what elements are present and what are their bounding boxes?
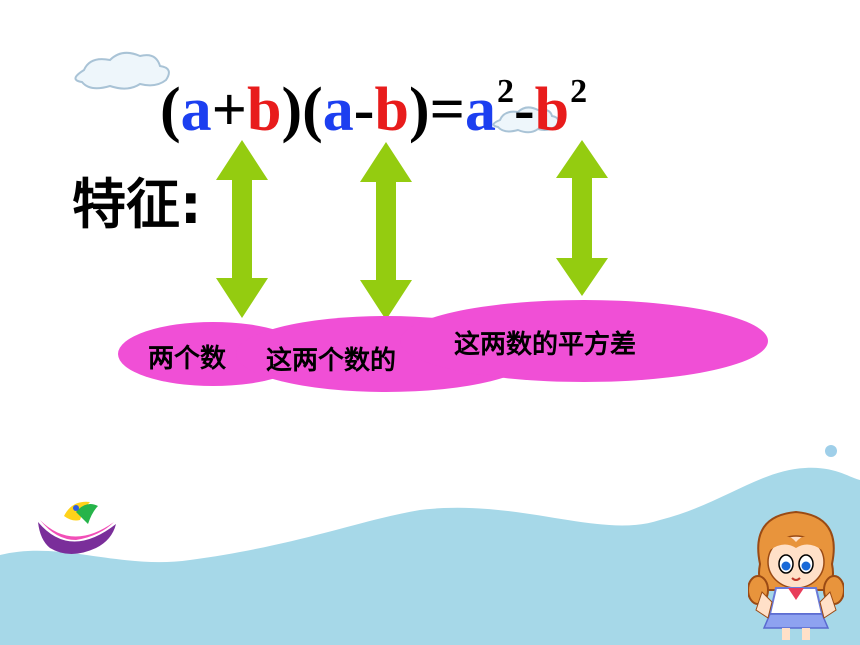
- formula-exponent: 2: [570, 73, 588, 110]
- formula-close-paren: ): [408, 76, 430, 144]
- formula-close-paren: ): [281, 76, 303, 144]
- formula-open-paren: (: [160, 76, 181, 144]
- formula-minus-sign: -: [353, 76, 375, 144]
- formula-term-b-squared-base: b: [534, 76, 570, 144]
- feature-label: 特征:: [72, 173, 202, 236]
- formula-term-a: a: [180, 76, 212, 144]
- callout-text: 这两个数的: [266, 346, 397, 376]
- formula-exponent: 2: [496, 73, 514, 110]
- double-arrow-icon: [556, 140, 608, 296]
- sea-wave: [0, 467, 860, 645]
- bubble-dot-icon: [825, 445, 837, 457]
- double-arrow-icon: [360, 142, 412, 320]
- formula-minus-sign: -: [513, 76, 535, 144]
- formula-term-a-squared-base: a: [464, 76, 496, 144]
- cloud-icon: [74, 51, 170, 90]
- formula-term-a: a: [322, 76, 354, 144]
- formula-term-b: b: [374, 76, 409, 144]
- callout-bubble: 这两数的平方差: [400, 300, 768, 382]
- formula: (a+b)(a-b)=a2-b2: [160, 73, 588, 156]
- formula-term-b: b: [247, 76, 282, 144]
- callout-text: 这两数的平方差: [454, 330, 637, 360]
- formula-plus-sign: +: [211, 76, 247, 144]
- double-arrow-icon: [216, 140, 268, 318]
- cartoon-girl-icon: [748, 510, 844, 640]
- callout-text: 两个数: [148, 344, 227, 374]
- boat-icon: [38, 501, 116, 554]
- cloud-icon: [492, 106, 560, 134]
- formula-open-paren: (: [302, 76, 323, 144]
- formula-equals-sign: =: [429, 76, 465, 144]
